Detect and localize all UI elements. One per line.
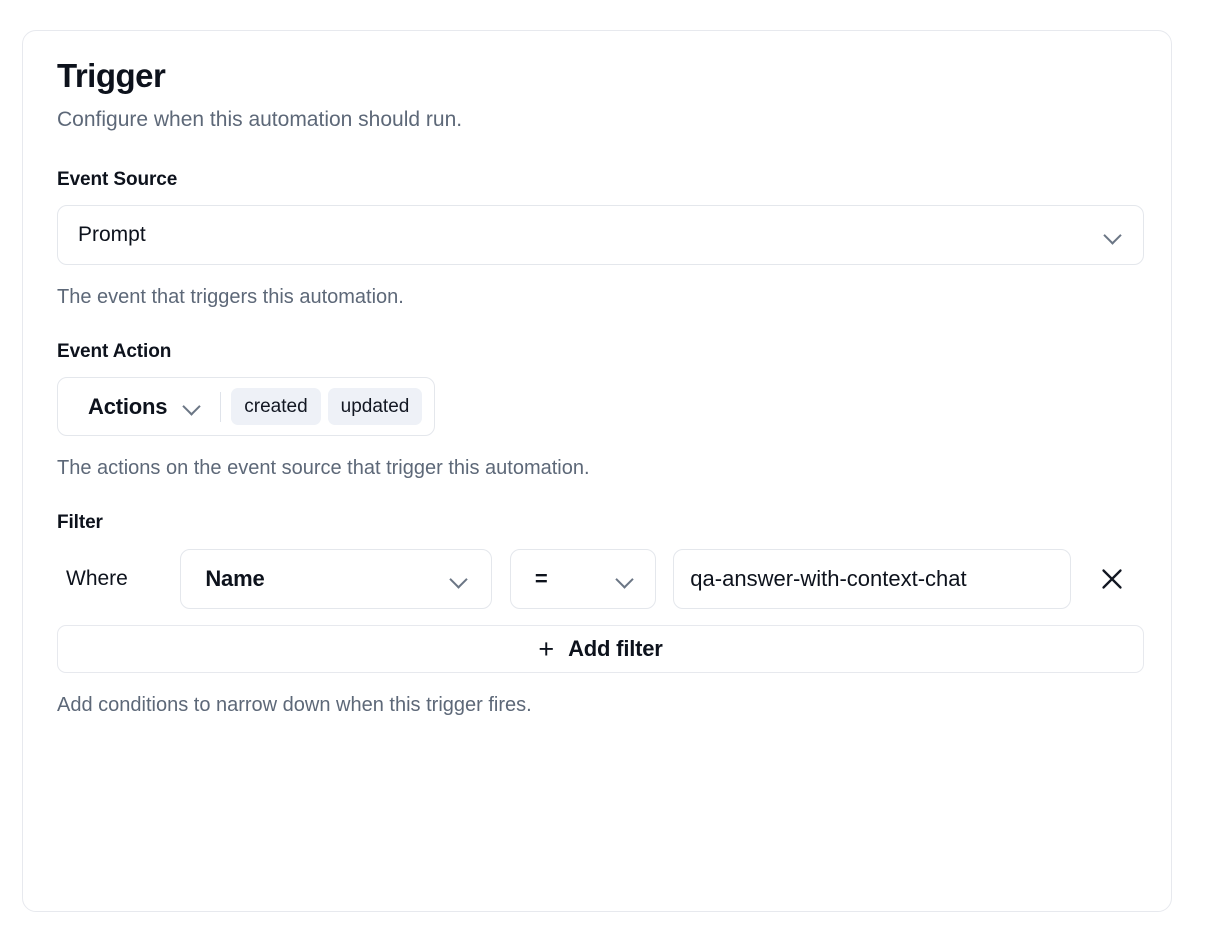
chevron-down-icon xyxy=(183,398,200,415)
filter-operator-value: = xyxy=(534,566,548,592)
page-title: Trigger xyxy=(57,57,166,94)
filter-row: Where Name = xyxy=(57,548,1137,610)
trigger-card: Trigger Configure when this automation s… xyxy=(22,30,1172,912)
filter-field-value: Name xyxy=(205,566,265,592)
filter-help: Add conditions to narrow down when this … xyxy=(57,694,532,717)
chip-updated[interactable]: updated xyxy=(327,388,423,426)
chevron-down-icon xyxy=(616,571,633,588)
event-source-value: Prompt xyxy=(78,223,146,247)
filter-label: Filter xyxy=(57,512,103,534)
event-action-select[interactable]: Actions created updated xyxy=(57,377,436,437)
plus-icon: + xyxy=(538,633,555,664)
event-source-block: Event Source Prompt The event that trigg… xyxy=(57,169,1144,309)
event-action-chips: created updated xyxy=(231,388,423,426)
close-icon xyxy=(1102,569,1122,589)
event-source-help: The event that triggers this automation. xyxy=(57,286,404,309)
where-label: Where xyxy=(66,567,128,591)
filter-field-select[interactable]: Name xyxy=(180,549,492,610)
chevron-down-icon xyxy=(1104,227,1121,244)
event-action-help: The actions on the event source that tri… xyxy=(57,457,590,480)
divider xyxy=(220,391,222,422)
chip-created[interactable]: created xyxy=(231,388,321,426)
filter-operator-select[interactable]: = xyxy=(509,549,657,610)
event-source-label: Event Source xyxy=(57,169,178,191)
add-filter-button[interactable]: + Add filter xyxy=(57,625,1144,674)
event-action-trigger-label: Actions xyxy=(88,393,168,419)
filter-value-input[interactable] xyxy=(673,549,1072,610)
event-action-trigger[interactable]: Actions xyxy=(58,378,218,435)
page-subtitle: Configure when this automation should ru… xyxy=(57,107,463,131)
add-filter-label: Add filter xyxy=(568,636,663,662)
event-source-select[interactable]: Prompt xyxy=(57,205,1144,266)
remove-filter-button[interactable] xyxy=(1087,554,1137,604)
filter-block: Filter Where Name = xyxy=(57,512,1144,717)
event-action-block: Event Action Actions created updated The… xyxy=(57,341,1137,480)
event-action-label: Event Action xyxy=(57,341,172,363)
chevron-down-icon xyxy=(450,571,467,588)
